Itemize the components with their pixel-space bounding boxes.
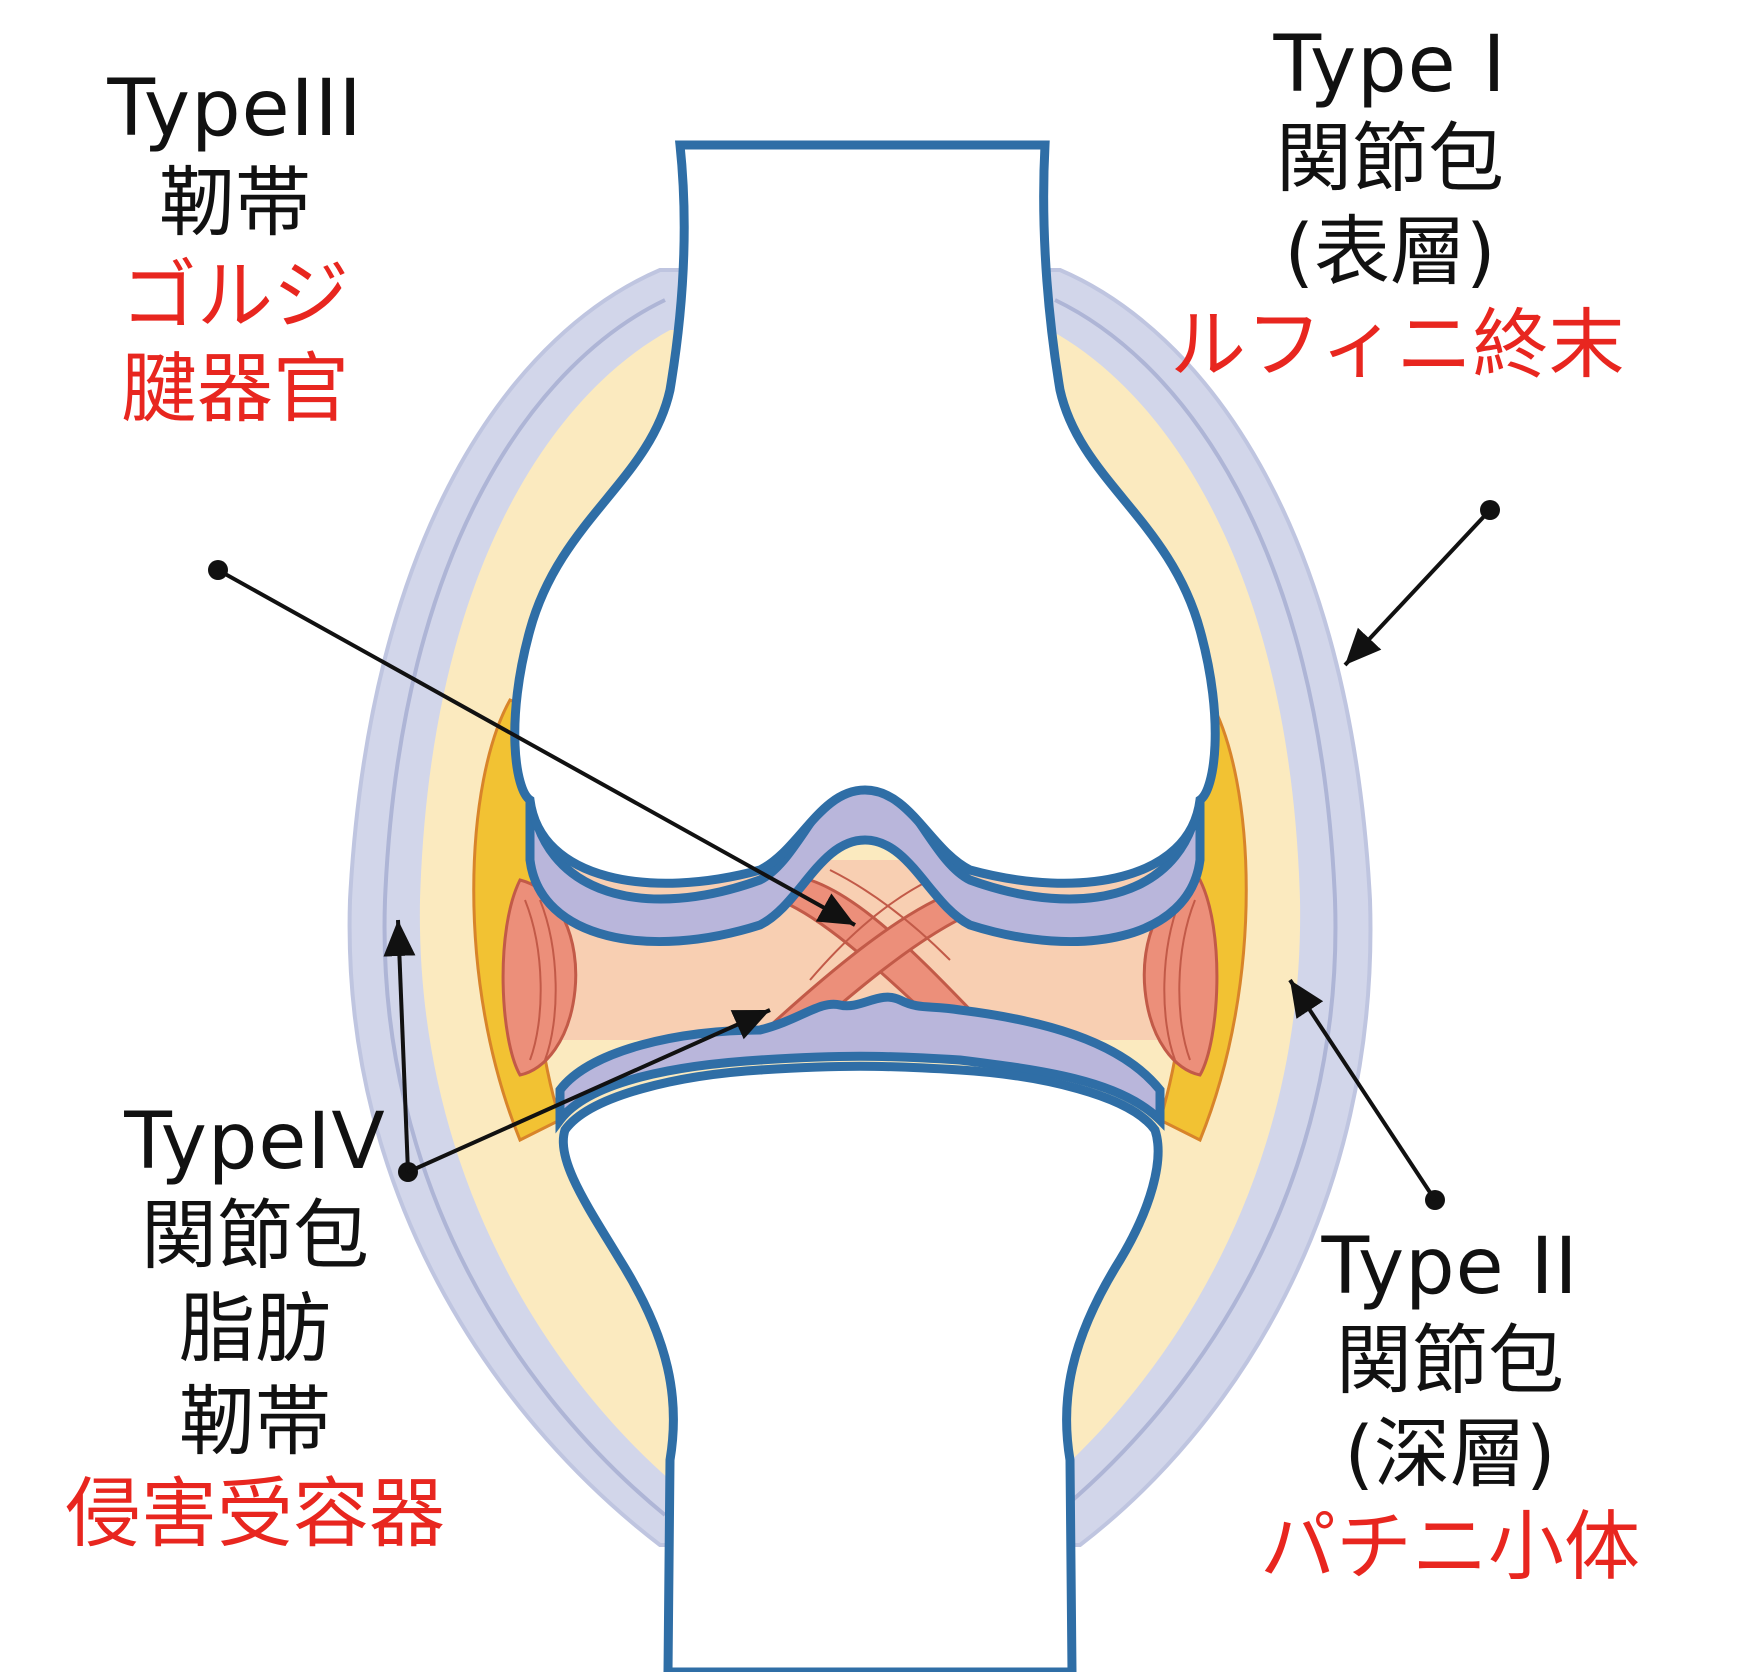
- type4-structure-line3: 靭帯: [30, 1376, 480, 1469]
- label-type2: Type II 関節包 (深層) パチニ小体: [1240, 1220, 1660, 1593]
- type4-receptor: 侵害受容器: [30, 1468, 480, 1561]
- type3-receptor-line1: ゴルジ: [70, 250, 400, 343]
- type1-receptor: ルフィニ終末: [1170, 299, 1580, 392]
- femur-bone: [515, 145, 1215, 883]
- type2-type: Type II: [1240, 1220, 1660, 1315]
- type4-type: TypeIV: [30, 1095, 480, 1190]
- type2-structure: 関節包: [1240, 1315, 1660, 1408]
- type3-receptor-line2: 腱器官: [70, 343, 400, 436]
- type1-layer: (表層): [1200, 206, 1580, 299]
- pointer-type1-arrow: [1345, 510, 1490, 665]
- label-type4: TypeIV 関節包 脂肪 靭帯 侵害受容器: [30, 1095, 480, 1561]
- label-type3: TypeIII 靭帯 ゴルジ 腱器官: [70, 62, 400, 435]
- type3-type: TypeIII: [70, 62, 400, 157]
- type1-type: Type I: [1200, 18, 1580, 113]
- type4-structure-line2: 脂肪: [30, 1283, 480, 1376]
- type3-structure: 靭帯: [70, 157, 400, 250]
- type2-receptor: パチニ小体: [1240, 1501, 1660, 1594]
- label-type1: Type I 関節包 (表層) ルフィニ終末: [1200, 18, 1580, 391]
- type1-structure: 関節包: [1200, 113, 1580, 206]
- type4-structure-line1: 関節包: [30, 1190, 480, 1283]
- type2-layer: (深層): [1240, 1408, 1660, 1501]
